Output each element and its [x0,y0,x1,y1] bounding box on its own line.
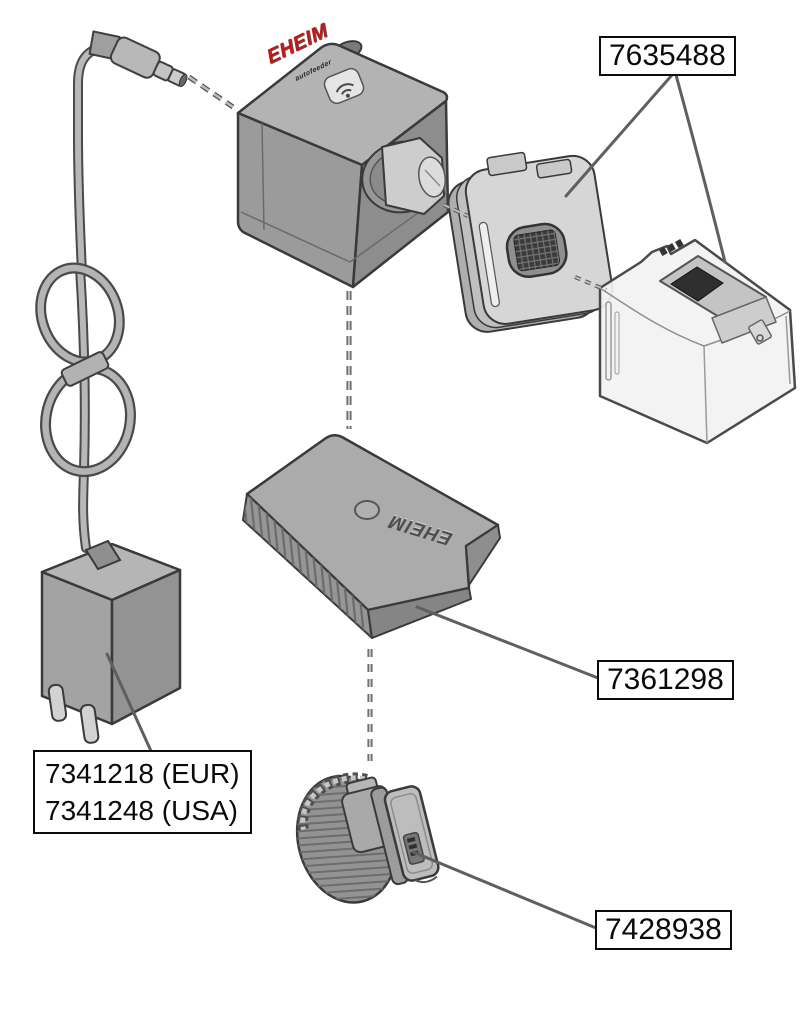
cable-coil [35,262,136,478]
dc-plug [88,30,188,87]
motor-unit [236,40,450,289]
pointer-line-7361298 [415,605,600,680]
wifi-icon [323,67,365,105]
base-circle-mark [354,500,380,520]
motor-left-face [236,111,364,289]
power-cable [73,42,106,553]
assembly-dashed-lines [187,74,607,761]
lid-window [670,266,724,302]
part-number-label-7635488: 7635488 [599,36,736,76]
container-latch [748,319,772,345]
pointer-line-7428938 [411,850,598,930]
pointer-line-7635488-plate [564,73,674,198]
base-top-face [245,434,500,612]
pointer-line-7635488-container [674,73,727,264]
part-number-label-power-supply: 7341218 (EUR) 7341248 (USA) [33,750,252,834]
part-number-psu-eur: 7341218 (EUR) [45,758,240,789]
food-container [598,238,797,445]
pointer-line-psu [105,652,153,753]
container-lid [659,239,777,345]
part-number-psu-usa: 7341248 (USA) [45,795,239,826]
rotor-part [295,772,440,904]
plate-opening [505,222,568,278]
power-adapter [40,539,182,744]
part-number-label-7361298: 7361298 [597,660,734,700]
cable-tie [60,351,110,387]
feeder-lid-plate [447,151,614,333]
base-unit [242,434,501,639]
adapter-prongs [47,683,100,744]
cable-entry [84,539,122,571]
motor-knob [361,137,447,215]
part-number-label-7428938: 7428938 [595,910,732,950]
label-pointer-lines [105,73,727,930]
